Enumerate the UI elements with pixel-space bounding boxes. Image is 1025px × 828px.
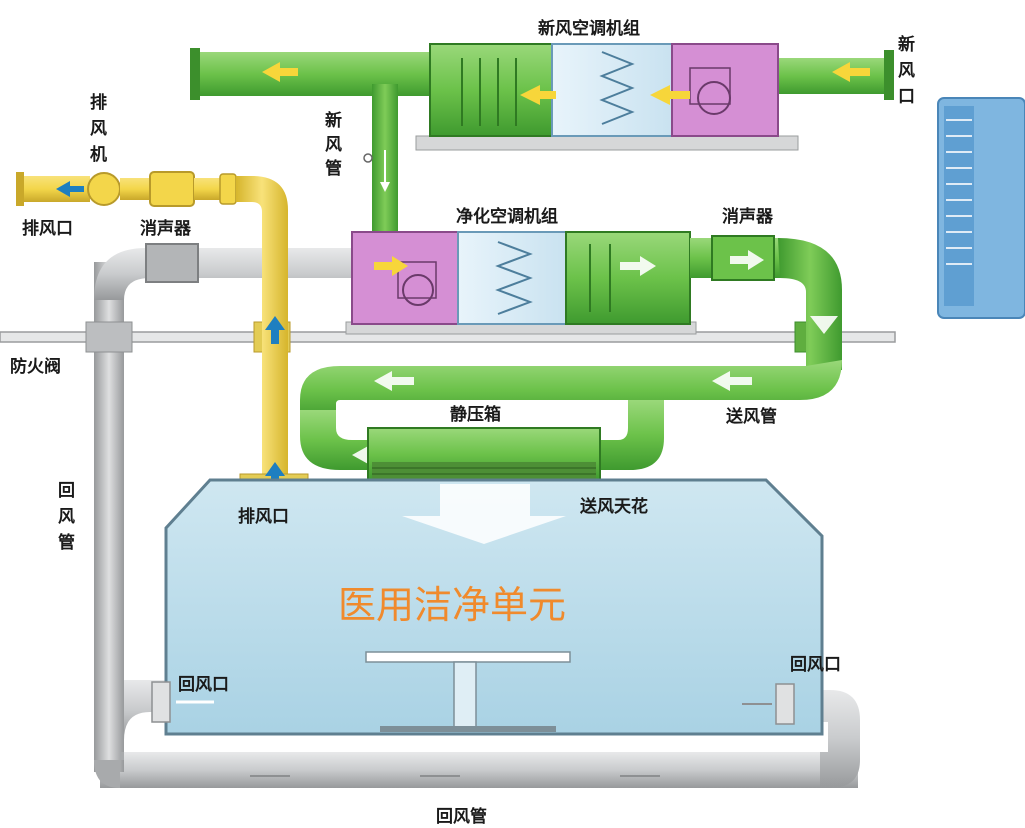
label-fresh-air-duct: 新 风 管	[325, 110, 342, 179]
clean-room	[151, 478, 824, 736]
label-fresh-air-duct-c2: 风	[325, 135, 342, 155]
label-return-duct-left-c1: 回	[58, 481, 75, 501]
label-fresh-air-ahu: 新风空调机组	[538, 18, 640, 39]
label-exhaust-outlet-top: 排风口	[22, 218, 73, 239]
label-fresh-air-duct-c3: 管	[325, 158, 342, 179]
purification-ahu-unit	[345, 231, 697, 335]
static-pressure-box-unit	[367, 427, 601, 481]
label-supply-duct: 送风管	[726, 406, 777, 427]
fire-damper-left	[85, 321, 133, 353]
side-equipment-panel	[937, 97, 1025, 319]
label-exhaust-fan-c3: 机	[90, 144, 107, 165]
label-static-pressure-box: 静压箱	[450, 404, 501, 425]
label-exhaust-outlet-room: 排风口	[238, 506, 289, 527]
label-supply-ceiling: 送风天花	[580, 496, 648, 517]
label-exhaust-fan-c1: 排	[90, 92, 107, 113]
label-purification-ahu: 净化空调机组	[456, 206, 558, 227]
label-silencer-right: 消声器	[722, 206, 774, 227]
supply-duct	[300, 235, 842, 470]
label-fresh-air-inlet-c2: 风	[898, 61, 915, 81]
exhaust-duct	[16, 171, 309, 490]
return-duct-loop	[94, 248, 860, 788]
label-fire-damper: 防火阀	[10, 356, 61, 377]
label-fresh-air-inlet-c3: 口	[898, 87, 915, 107]
label-fresh-air-inlet: 新 风 口	[898, 34, 915, 107]
fresh-air-ahu-unit	[262, 43, 870, 151]
label-return-duct-bottom: 回风管	[436, 806, 487, 827]
label-return-inlet-right: 回风口	[790, 655, 841, 675]
fresh-air-duct	[190, 48, 894, 234]
label-return-inlet-left: 回风口	[178, 675, 229, 695]
label-fresh-air-duct-c1: 新	[325, 110, 342, 131]
label-fresh-air-inlet-c1: 新	[898, 34, 915, 55]
label-silencer-left: 消声器	[140, 218, 192, 239]
silencer-left-body	[145, 243, 199, 283]
label-exhaust-fan-c2: 风	[90, 119, 107, 139]
label-return-duct-left-c2: 风	[58, 507, 75, 527]
room-title: 医用洁净单元	[338, 583, 566, 627]
label-return-duct-left: 回 风 管	[58, 481, 75, 553]
label-return-duct-left-c3: 管	[58, 532, 75, 553]
label-exhaust-fan: 排 风 机	[90, 92, 107, 165]
